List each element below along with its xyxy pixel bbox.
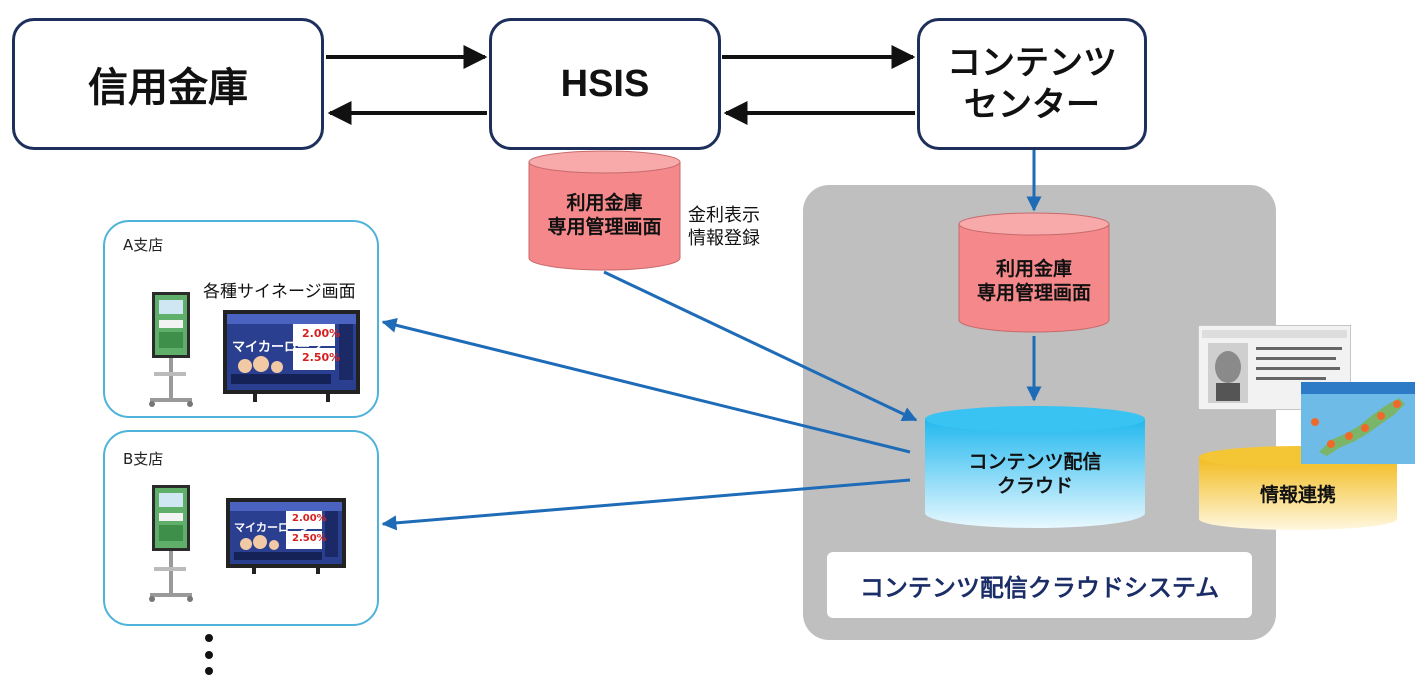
cloud-db-label-1: 利用金庫 [995,258,1072,280]
branch-b-label: B支店 [123,450,164,468]
distribution-db-shape [925,406,1145,528]
arrow-distribution-to-branch-a [381,317,911,454]
cloud-admin-db-shape [958,212,1110,333]
signage-stand-b-icon [149,485,193,602]
more-branches-dot-1 [205,634,213,642]
signage-a-rate1: 2.00% [302,327,341,340]
signage-a-rate2: 2.50% [302,351,341,364]
signage-b-rate2: 2.50% [292,533,327,544]
content-center-label-2: センター [964,85,1100,125]
hsis-admin-db-shape [528,150,681,271]
more-branches-dot-3 [205,667,213,675]
hsis-admin-db: 利用金庫 専用管理画面 [528,150,681,272]
content-distribution-cloud-db: コンテンツ配信 クラウド [924,405,1146,529]
hsis-db-label-2: 専用管理画面 [547,215,662,238]
signage-b-headline: マイカーローン [234,521,311,534]
cloud-db-label-2: 専用管理画面 [976,281,1091,304]
rate-note-line-2: 情報登録 [688,228,760,250]
system-label: コンテンツ配信クラウドシステム [827,552,1252,618]
info-link-label: 情報連携 [1259,484,1336,506]
content-center-node: コンテンツ センター [917,18,1147,150]
arrow-distribution-to-branch-b [381,478,911,531]
shinkin-label: 信用金庫 [88,65,248,111]
distribution-label-1: コンテンツ配信 [968,451,1102,473]
arrow-hsis-db-to-distribution [603,270,918,422]
content-center-label-1: コンテンツ [947,42,1117,83]
signage-stand-a-icon [149,292,193,407]
shinkin-node: 信用金庫 [12,18,324,150]
signage-tv-a-icon [223,310,360,402]
more-branches-dot-2 [205,651,213,659]
distribution-label-2: クラウド [996,474,1073,497]
signage-b-rate1: 2.00% [292,513,327,524]
signage-a-headline: マイカーローン [232,340,323,355]
signage-screens-label: 各種サイネージ画面 [203,282,356,302]
hsis-label: HSIS [560,62,650,105]
hsis-db-label-1: 利用金庫 [566,192,643,214]
signage-tv-b-icon [226,498,346,574]
branch-a-label: A支店 [123,236,164,254]
rate-registration-note: 金利表示 情報登録 [688,204,760,251]
cloud-admin-db: 利用金庫 専用管理画面 [958,212,1110,334]
hsis-node: HSIS [489,18,721,150]
rate-note-line-1: 金利表示 [688,205,760,226]
weather-map-icon [1301,382,1415,464]
